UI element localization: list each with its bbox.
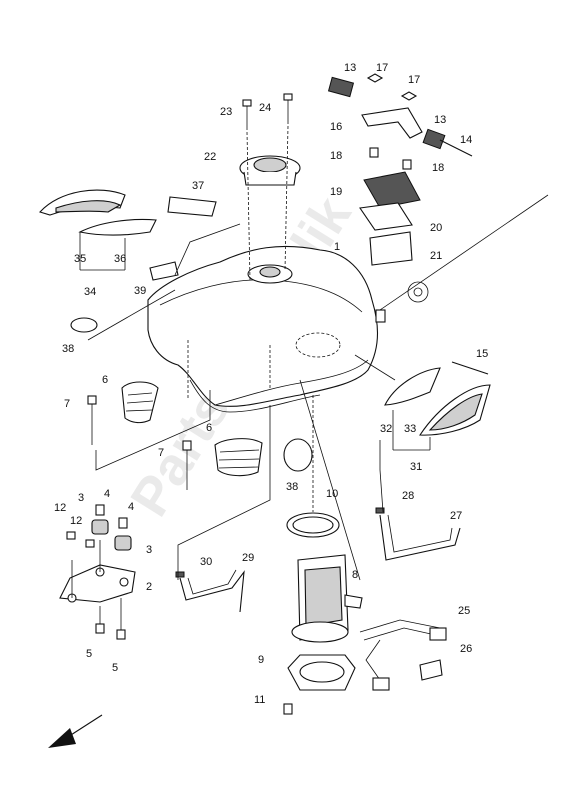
bracket-16 xyxy=(361,107,423,139)
callout-32: 32 xyxy=(380,423,392,435)
bolt-5a xyxy=(95,606,105,634)
callout-7b: 7 xyxy=(158,447,164,459)
callout-26: 26 xyxy=(460,643,472,655)
gasket-10 xyxy=(286,512,340,538)
callout-5b: 5 xyxy=(112,662,118,674)
collar-18b xyxy=(402,159,412,170)
side-cover-right xyxy=(384,367,491,451)
callout-6b: 6 xyxy=(206,422,212,434)
hose-27 xyxy=(379,514,461,561)
callout-10: 10 xyxy=(326,488,338,500)
bolt-12b xyxy=(85,539,95,548)
gear-icon xyxy=(407,281,429,303)
callout-18a: 18 xyxy=(330,150,342,162)
callout-13b: 13 xyxy=(434,114,446,126)
callout-35: 35 xyxy=(74,253,86,265)
callout-12b: 12 xyxy=(70,515,82,527)
bolt-11 xyxy=(283,703,293,715)
callout-1: 1 xyxy=(334,241,340,253)
bolt-5b xyxy=(116,598,126,640)
callout-6a: 6 xyxy=(102,374,108,386)
callout-15: 15 xyxy=(476,348,488,360)
callout-39: 39 xyxy=(134,285,146,297)
bolt-14 xyxy=(439,139,473,157)
callout-17a: 17 xyxy=(376,62,388,74)
plate-20 xyxy=(359,202,413,231)
callout-29: 29 xyxy=(242,552,254,564)
fuel-tank xyxy=(147,245,386,413)
cap-emblem-38 xyxy=(70,317,98,333)
collar-4b xyxy=(118,517,128,529)
callout-28: 28 xyxy=(402,490,414,502)
bolt-7-center xyxy=(182,440,192,490)
side-cover-left xyxy=(39,189,157,271)
callout-9: 9 xyxy=(258,654,264,666)
pump-plate-9 xyxy=(287,654,356,691)
callout-3a: 3 xyxy=(78,492,84,504)
hose-29 xyxy=(179,569,245,613)
callouts: 1 2 3 3 4 4 5 5 6 6 7 7 8 9 10 11 12 12 … xyxy=(54,62,488,706)
callout-23: 23 xyxy=(220,106,232,118)
bolt-7-left xyxy=(87,395,97,445)
callout-36: 36 xyxy=(114,253,126,265)
collar-17a xyxy=(366,73,384,83)
bolt-15 xyxy=(451,361,489,375)
callout-4b: 4 xyxy=(128,501,134,513)
callout-13a: 13 xyxy=(344,62,356,74)
cap-emblem-38b xyxy=(283,438,313,472)
label-37 xyxy=(167,196,217,217)
callout-2: 2 xyxy=(146,581,152,593)
front-direction-arrow-icon xyxy=(48,714,103,748)
callout-38a: 38 xyxy=(62,343,74,355)
callout-5a: 5 xyxy=(86,648,92,660)
callout-17b: 17 xyxy=(408,74,420,86)
callout-21: 21 xyxy=(430,250,442,262)
callout-8: 8 xyxy=(352,569,358,581)
fuel-pump-8 xyxy=(291,554,363,643)
rubber-13b xyxy=(422,128,446,150)
bolt-12a xyxy=(66,531,76,540)
callout-14: 14 xyxy=(460,134,472,146)
callout-30: 30 xyxy=(200,556,212,568)
callout-38b: 38 xyxy=(286,481,298,493)
label-39 xyxy=(149,261,179,281)
clip-26 xyxy=(419,659,443,681)
callout-34: 34 xyxy=(84,286,96,298)
bracket-2 xyxy=(59,540,136,603)
callout-3b: 3 xyxy=(146,544,152,556)
collar-17b xyxy=(400,91,418,101)
callout-11: 11 xyxy=(254,694,265,706)
collar-18a xyxy=(369,147,379,158)
callout-20: 20 xyxy=(430,222,442,234)
hose-25 xyxy=(359,619,447,691)
cap-bolt-23 xyxy=(242,99,252,130)
clamp-28 xyxy=(375,507,385,514)
damper-6-upper xyxy=(121,381,159,424)
callout-4a: 4 xyxy=(104,488,110,500)
callout-12a: 12 xyxy=(54,502,66,514)
callout-27: 27 xyxy=(450,510,462,522)
cap-bolt-24 xyxy=(283,93,293,124)
clamp-30 xyxy=(175,571,185,578)
callout-31: 31 xyxy=(410,461,422,473)
collar-4a xyxy=(95,504,105,516)
callout-22: 22 xyxy=(204,151,216,163)
damper-3a xyxy=(91,519,109,535)
callout-25: 25 xyxy=(458,605,470,617)
callout-16: 16 xyxy=(330,121,342,133)
callout-7a: 7 xyxy=(64,398,70,410)
callout-24: 24 xyxy=(259,102,271,114)
rubber-13a xyxy=(327,76,355,98)
damper-3b xyxy=(114,535,132,551)
damper-6-lower xyxy=(214,438,263,477)
callout-19: 19 xyxy=(330,186,342,198)
callout-33: 33 xyxy=(404,423,416,435)
damper-19 xyxy=(363,171,421,209)
bracket-21 xyxy=(369,231,413,266)
filler-cap xyxy=(239,155,301,186)
callout-37: 37 xyxy=(192,180,204,192)
callout-18b: 18 xyxy=(432,162,444,174)
